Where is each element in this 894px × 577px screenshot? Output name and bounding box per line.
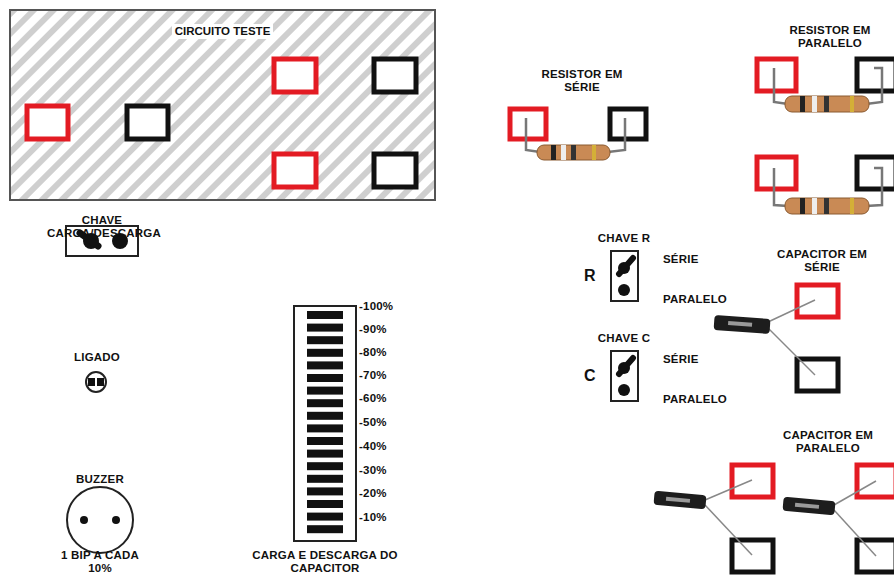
part-label: CAPACITOR EM SÉRIE [767,248,877,274]
bar-segments [307,311,343,533]
bar-graph-label: CARGA E DESCARGA DO CAPACITOR [230,549,420,575]
switch-label: CHAVE CARGA/DESCARGA [47,214,157,240]
buzzer-note: 1 BIP A CADA 10% [60,549,140,575]
buzzer-symbol [67,487,133,553]
resistor-parallel [757,59,894,214]
switch-letter: R [584,267,600,285]
capacitor-parallel [653,465,894,572]
switch-label: CHAVE C [579,332,669,345]
led-label: LIGADO [57,351,137,364]
resistor-series [510,109,646,160]
bar-graph [294,306,356,541]
switch-position: PARALELO [663,393,743,406]
capacitor-series [714,285,838,391]
scale-mark: -60% [359,392,419,405]
switch-position: SÉRIE [663,253,743,266]
scale-mark: -20% [359,487,419,500]
switch-label: CHAVE R [579,232,669,245]
scale-mark: -100% [359,300,419,313]
scale-mark: -10% [359,511,419,524]
scale-mark: -30% [359,464,419,477]
test-circuit-box: CIRCUITO TESTE [10,10,435,200]
switch-r [611,251,638,301]
part-label: CAPACITOR EM PARALELO [768,429,888,455]
scale-mark: -90% [359,323,419,336]
box-title: CIRCUITO TESTE [172,24,274,39]
buzzer-label: BUZZER [60,473,140,486]
scale-mark: -70% [359,369,419,382]
part-label: RESISTOR EM PARALELO [765,24,894,50]
part-label: RESISTOR EM SÉRIE [532,68,632,94]
switch-position: PARALELO [663,293,743,306]
test-area [10,10,435,200]
switch-c [611,351,638,401]
switch-position: SÉRIE [663,353,743,366]
scale-mark: -50% [359,416,419,429]
scale-mark: -80% [359,346,419,359]
power-led [86,372,106,392]
switch-letter: C [584,367,600,385]
test-terminals [27,59,416,187]
scale-mark: -40% [359,440,419,453]
